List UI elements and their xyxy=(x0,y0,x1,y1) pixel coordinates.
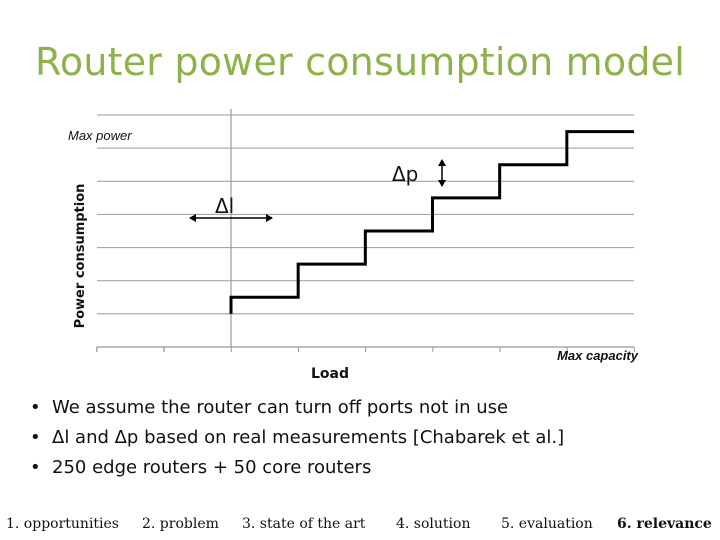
slide-title: Router power consumption model xyxy=(35,40,685,84)
step-series xyxy=(229,130,634,314)
bullet-item: •We assume the router can turn off ports… xyxy=(30,393,564,423)
bullet-list: •We assume the router can turn off ports… xyxy=(30,393,564,483)
x-axis-label: Load xyxy=(311,366,349,382)
step-line xyxy=(229,130,634,314)
delta-p-label: Δp xyxy=(392,162,418,186)
nav-item-state-of-the-art[interactable]: 3. state of the art xyxy=(242,516,366,532)
bullet-item: •250 edge routers + 50 core routers xyxy=(30,453,564,483)
nav-item-opportunities[interactable]: 1. opportunities xyxy=(6,516,119,532)
y-max-label: Max power xyxy=(68,128,132,143)
bullet-dot-icon: • xyxy=(30,397,41,418)
bullet-item: •Δl and Δp based on real measurements [C… xyxy=(30,423,564,453)
nav-item-relevance[interactable]: 6. relevance xyxy=(617,516,712,532)
nav-item-evaluation[interactable]: 5. evaluation xyxy=(501,516,593,532)
bullet-dot-icon: • xyxy=(30,427,41,448)
section-nav: 1. opportunities 2. problem 3. state of … xyxy=(0,514,720,538)
chart-grid xyxy=(97,114,634,315)
delta-l-label: Δl xyxy=(215,194,234,218)
bullet-dot-icon: • xyxy=(30,457,41,478)
x-max-label: Max capacity xyxy=(557,348,639,363)
nav-item-problem[interactable]: 2. problem xyxy=(142,516,219,532)
nav-item-solution[interactable]: 4. solution xyxy=(396,516,471,532)
y-axis-label: Power consumption xyxy=(73,184,88,329)
power-step-chart: Max power Power consumption Load Max cap… xyxy=(68,109,639,382)
